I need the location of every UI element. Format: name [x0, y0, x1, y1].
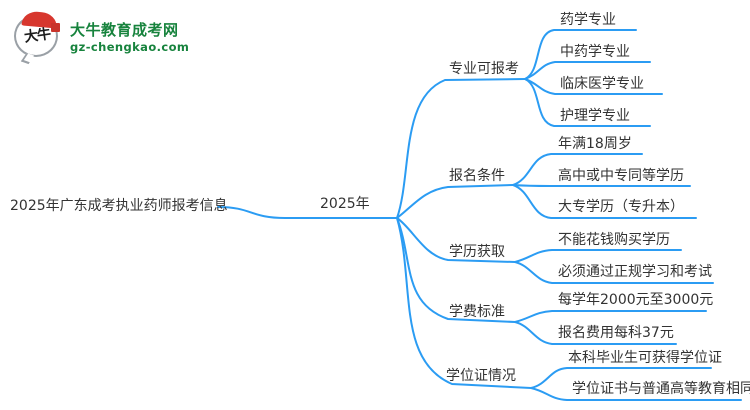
edge-center-to-majors	[396, 78, 526, 219]
edge-center-to-tuition	[396, 217, 516, 323]
logo-bubble-icon: 大牛	[14, 10, 62, 65]
edge-majors-child-4	[524, 78, 651, 127]
leaf-node: 本科毕业生可获得学位证	[568, 350, 722, 366]
edge-tuition-child-1	[514, 310, 707, 323]
leaf-node: 护理学专业	[560, 108, 630, 124]
logo-site-domain: gz-chengkao.com	[70, 40, 190, 55]
leaf-node: 不能花钱购买学历	[558, 232, 670, 248]
center-node-year: 2025年	[320, 196, 370, 212]
edge-requirements-child-3	[512, 184, 697, 219]
edge-degree-child-2	[530, 387, 742, 401]
branch-label-diploma: 学历获取	[449, 244, 505, 260]
branch-label-degree: 学位证情况	[446, 368, 516, 384]
leaf-node: 药学专业	[560, 12, 616, 28]
leaf-node: 报名费用每科37元	[558, 325, 674, 341]
edge-diploma-child-1	[514, 249, 682, 263]
branch-label-requirements: 报名条件	[449, 168, 505, 184]
edge-root-to-center	[217, 206, 398, 219]
leaf-node: 高中或中专同等学历	[558, 168, 684, 184]
leaf-node: 临床医学专业	[560, 76, 644, 92]
edge-center-to-requirements	[396, 184, 514, 219]
edge-degree-child-1	[530, 367, 712, 389]
leaf-node: 年满18周岁	[558, 136, 632, 152]
leaf-node: 中药学专业	[560, 44, 630, 60]
logo-red-seal	[51, 23, 60, 32]
leaf-node: 大专学历（专升本）	[558, 199, 684, 215]
root-node: 2025年广东成考执业药师报考信息	[10, 198, 228, 214]
leaf-node: 每学年2000元至3000元	[558, 292, 714, 308]
logo-site-name: 大牛教育成考网	[70, 21, 179, 40]
leaf-node: 学位证书与普通高等教育相同	[572, 381, 750, 397]
edge-majors-child-1	[524, 29, 637, 80]
site-logo: 大牛 大牛教育成考网 gz-chengkao.com	[14, 10, 189, 65]
edge-requirements-child-2	[512, 184, 691, 187]
edge-diploma-child-2	[514, 261, 714, 284]
branch-label-tuition: 学费标准	[449, 304, 505, 320]
leaf-node: 必须通过正规学习和考试	[558, 264, 712, 280]
logo-text-block: 大牛教育成考网 gz-chengkao.com	[70, 21, 189, 54]
edge-requirements-child-1	[512, 153, 643, 186]
edge-center-to-diploma	[396, 217, 516, 263]
edge-center-to-degree	[396, 217, 532, 389]
branch-label-majors: 专业可报考	[449, 61, 519, 77]
edge-tuition-child-2	[514, 321, 677, 345]
edge-majors-child-2	[524, 61, 651, 80]
